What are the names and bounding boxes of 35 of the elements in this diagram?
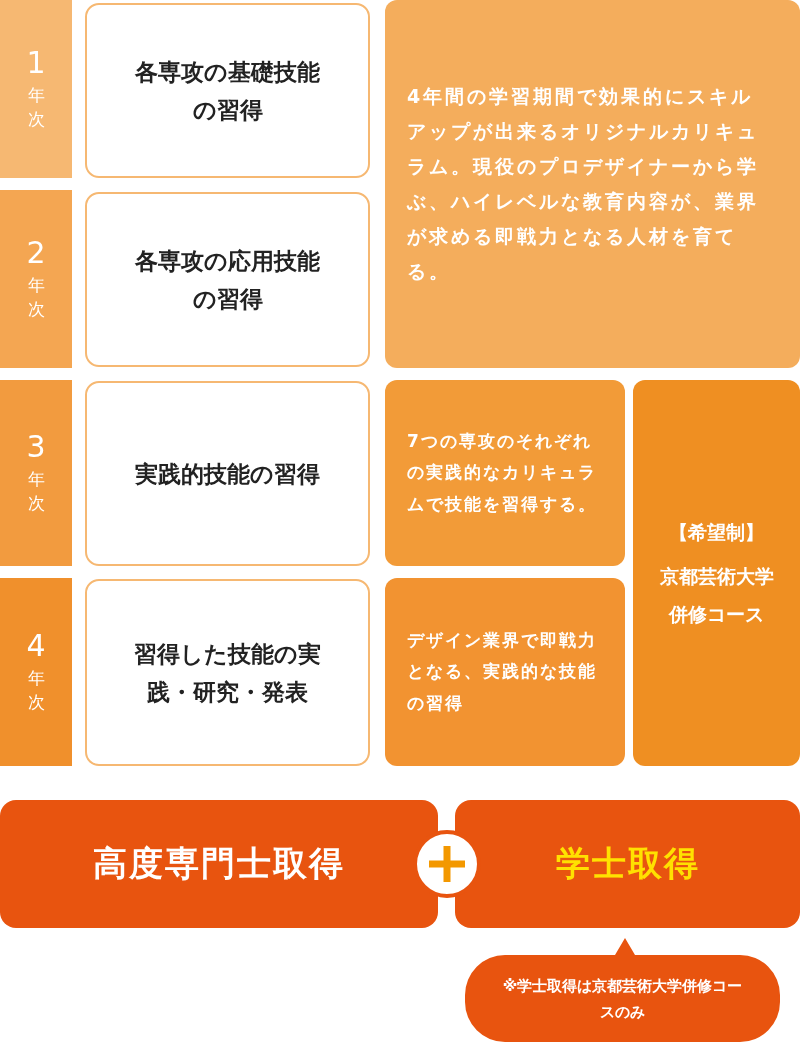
year-label: 年次 (27, 274, 45, 321)
year-label: 年次 (27, 468, 45, 515)
description-box (385, 380, 625, 566)
description-text: 7つの専攻のそれぞれの実践的なカリキュラムで技能を習得する。 (407, 429, 598, 516)
stage-box (85, 3, 370, 178)
description-text: デザイン業界で即戦力となる、実践的な技能の習得 (407, 628, 598, 715)
description-box (385, 0, 800, 368)
note-bubble (465, 938, 780, 1042)
degree-banner (455, 800, 800, 928)
course-text: 京都芸術大学併修コース (658, 564, 775, 627)
course-box (633, 380, 800, 766)
year-tab (0, 0, 72, 178)
year-tab (0, 578, 72, 766)
year-number: 4 (26, 630, 46, 662)
year-tab (0, 380, 72, 566)
stage-text: 実践的技能の習得 (135, 459, 320, 489)
stage-text: 各専攻の基礎技能の習得 (134, 57, 321, 125)
degree-text: 高度専門士取得 (93, 842, 345, 885)
course-heading: 【希望制】 (669, 520, 764, 545)
stage-text: 習得した技能の実践・研究・発表 (133, 639, 322, 707)
year-number: 2 (26, 237, 46, 269)
stage-box (85, 381, 370, 566)
stage-box (85, 192, 370, 367)
year-number: 1 (26, 47, 46, 79)
year-tab (0, 190, 72, 368)
note-text: ※学士取得は京都芸術大学併修コースのみ (501, 975, 744, 1023)
description-text: 4年間の学習期間で効果的にスキルアップが出来るオリジナルカリキュラム。現役のプロデザイナーから学ぶ、ハイレベルな教育内容が、業界が求める即戦力となる人材を育てる。 (407, 83, 760, 285)
year-number: 3 (26, 431, 46, 463)
year-label: 年次 (27, 84, 45, 131)
degree-text: 学士取得 (555, 842, 700, 885)
year-label: 年次 (27, 667, 45, 714)
degree-banner (0, 800, 438, 928)
stage-text: 各専攻の応用技能の習得 (134, 246, 321, 314)
stage-box (85, 579, 370, 766)
description-box (385, 578, 625, 766)
